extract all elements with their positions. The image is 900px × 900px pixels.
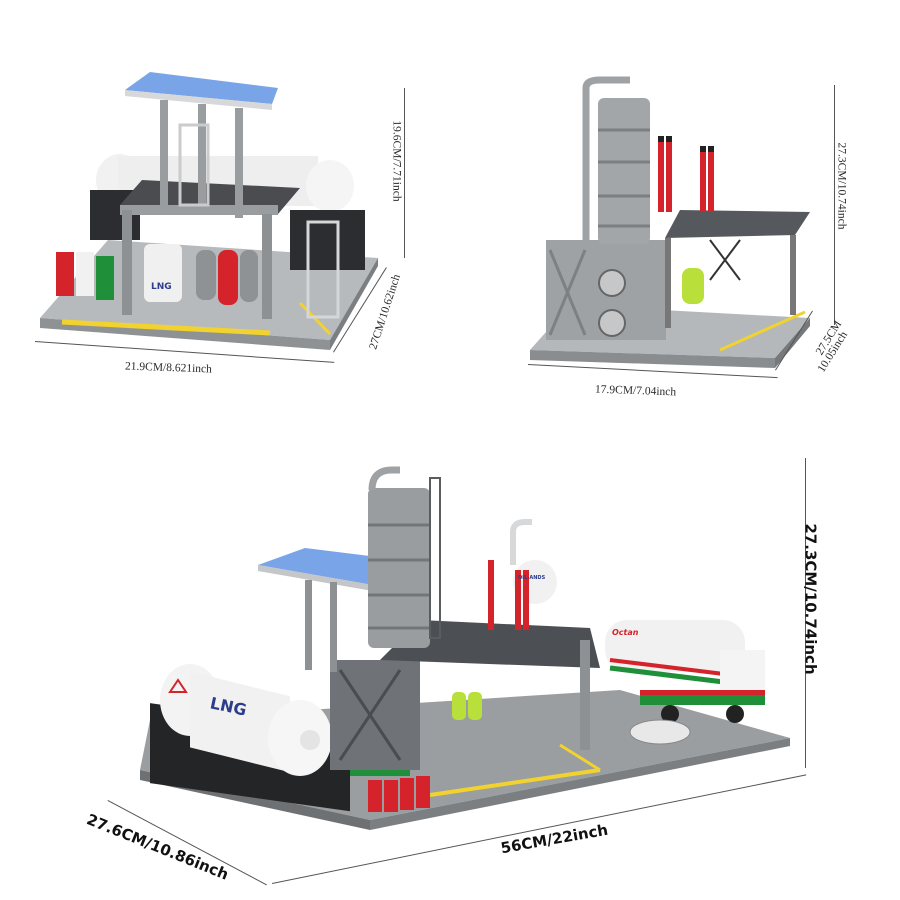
lng-height-line (404, 88, 405, 258)
full-refinery-model-illustration (140, 466, 790, 830)
lng-station-panel: LNG 19.6CM/7.71inch 27CM/10.62inch 21.9C… (0, 0, 450, 420)
lng-station-model-illustration (40, 72, 378, 350)
tower-panel: 27.3CM/10.74inch 27.5CM 10.05inch 17.9CM… (450, 0, 900, 420)
lng-height-label: 19.6CM/7.71inch (390, 120, 403, 202)
tower-height-label: 27.3CM/10.74inch (835, 142, 848, 230)
full-refinery-truck-label: Octan (612, 628, 639, 637)
lng-station-tank-label: LNG (151, 282, 172, 292)
full-height-label: 27.3CM/10.74inch (801, 523, 820, 675)
full-refinery-sphere-label: OIL-ANDS (518, 575, 546, 581)
full-refinery-panel: LNG OIL-ANDS Octan 27.3CM/10.74inch 27.6… (0, 420, 900, 900)
